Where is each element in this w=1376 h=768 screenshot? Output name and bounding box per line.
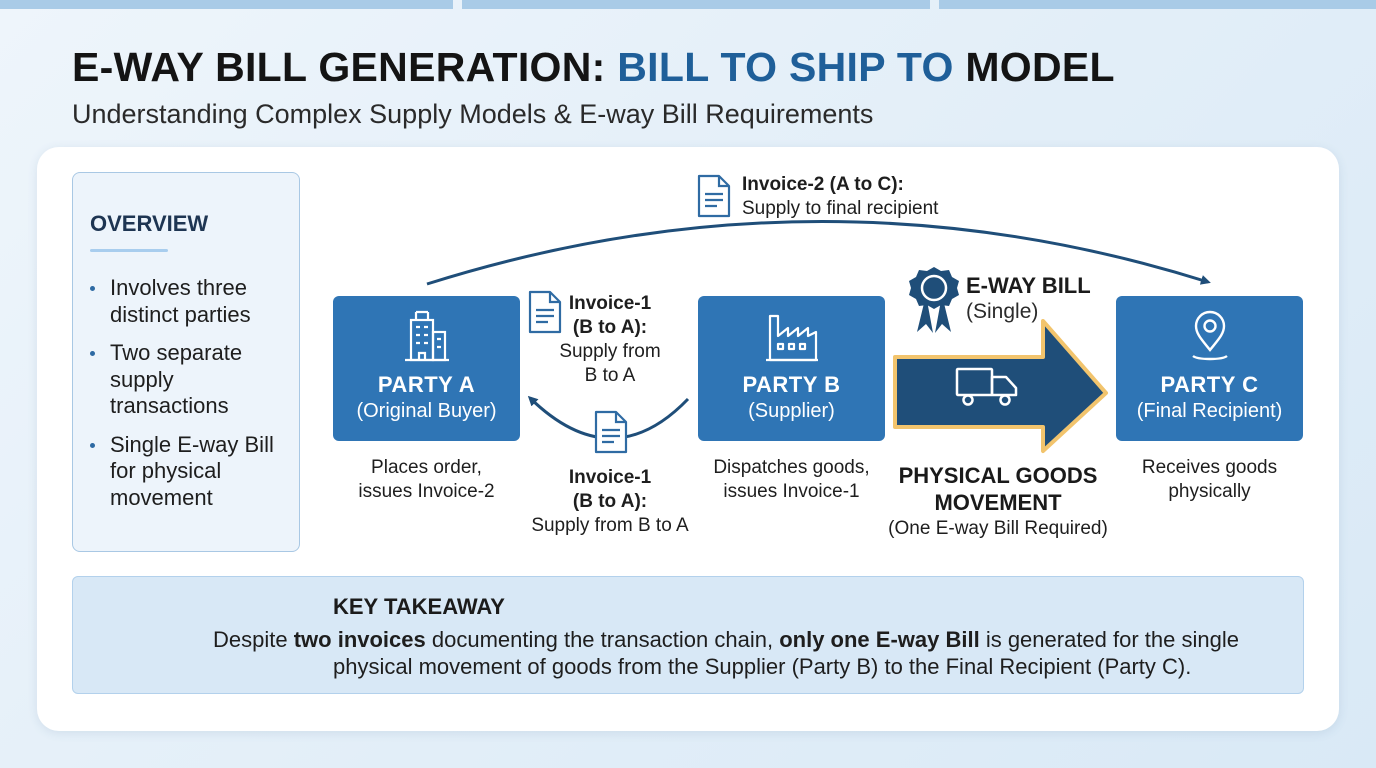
truck-icon: [955, 367, 1018, 406]
document-icon: [697, 174, 731, 218]
location-pin-icon: [1191, 310, 1228, 361]
party-a-name: PARTY A: [377, 372, 476, 397]
invoice-2-arc-arrow: [426, 220, 1211, 286]
party-a-caption: Places order, issues Invoice-2: [358, 457, 495, 502]
overview-box: OVERVIEW Involves three distinct parties…: [72, 172, 300, 552]
party-c-caption: Receives goods physically: [1141, 457, 1278, 502]
title-accent: BILL TO SHIP TO: [617, 44, 954, 90]
party-a-box: PARTY A (Original Buyer): [333, 296, 520, 441]
document-icon: [528, 290, 562, 334]
overview-item: Single E-way Bill for physical movement: [90, 432, 290, 512]
top-bar-left: [0, 0, 453, 9]
invoice-1-upper-label: Invoice-1 (B to A): Supply from B to A: [559, 293, 661, 386]
party-b-caption: Dispatches goods, issues Invoice-1: [713, 457, 870, 502]
physical-goods-movement-label: PHYSICAL GOODS MOVEMENT (One E-way Bill …: [888, 463, 1108, 539]
invoice-2-title: Invoice-2 (A to C):: [742, 174, 904, 195]
key-takeaway-line-1: Despite two invoices documenting the tra…: [213, 627, 1239, 652]
key-takeaway-line-2: physical movement of goods from the Supp…: [333, 654, 1192, 679]
key-takeaway-heading: KEY TAKEAWAY: [333, 594, 505, 619]
page-title: E-WAY BILL GENERATION: BILL TO SHIP TO M…: [72, 44, 1115, 90]
key-takeaway-box: KEY TAKEAWAY Despite two invoices docume…: [72, 576, 1304, 694]
party-c-role: (Final Recipient): [1136, 400, 1283, 422]
party-c-box: PARTY C (Final Recipient): [1116, 296, 1303, 441]
building-icon: [404, 310, 449, 362]
party-b-name: PARTY B: [742, 372, 841, 397]
physical-goods-arrow: [893, 319, 1108, 453]
eway-badge-icon: [909, 267, 959, 333]
party-c-name: PARTY C: [1160, 372, 1259, 397]
overview-heading: OVERVIEW: [90, 211, 209, 236]
top-bar-middle: [462, 0, 930, 9]
overview-divider: [90, 249, 168, 252]
party-b-role: (Supplier): [748, 400, 835, 422]
top-bar-right: [939, 0, 1376, 9]
overview-item: Two separate supply transactions: [90, 340, 290, 420]
party-a-role: (Original Buyer): [356, 400, 497, 422]
page-subtitle: Understanding Complex Supply Models & E-…: [72, 99, 874, 129]
invoice-2-label: Invoice-2 (A to C): Supply to final reci…: [742, 173, 938, 221]
overview-list: Involves three distinct parties Two sepa…: [90, 275, 290, 523]
invoice-1-lower-label: Invoice-1 (B to A): Supply from B to A: [531, 467, 689, 536]
factory-icon: [765, 314, 818, 362]
party-b-box: PARTY B (Supplier): [698, 296, 885, 441]
overview-item: Involves three distinct parties: [90, 275, 290, 328]
invoice-2-desc: Supply to final recipient: [742, 198, 939, 219]
document-icon: [594, 410, 628, 454]
eway-bill-label: E-WAY BILL (Single): [966, 273, 1091, 323]
